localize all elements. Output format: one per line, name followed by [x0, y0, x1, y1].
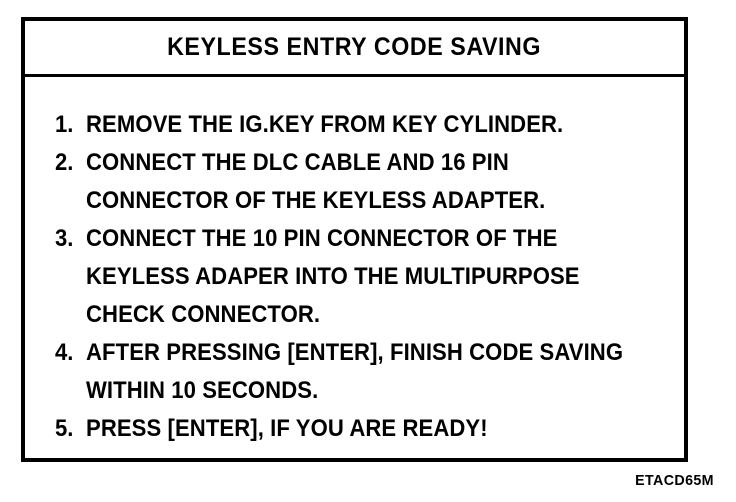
step-text-line: KEYLESS ADAPER INTO THE MULTIPURPOSE [86, 263, 580, 290]
panel-title-band: KEYLESS ENTRY CODE SAVING [25, 21, 684, 77]
step-text-line: CONNECTOR OF THE KEYLESS ADAPTER. [86, 187, 546, 214]
list-item: 5. PRESS [ENTER], IF YOU ARE READY! [25, 410, 684, 448]
instruction-step-list: 1. REMOVE THE IG.KEY FROM KEY CYLINDER. … [25, 77, 684, 458]
step-text-line: PRESS [ENTER], IF YOU ARE READY! [86, 415, 488, 442]
step-text-line: WITHIN 10 SECONDS. [86, 377, 319, 404]
step-number: 4. [55, 339, 74, 366]
instruction-panel: KEYLESS ENTRY CODE SAVING 1. REMOVE THE … [21, 17, 688, 462]
list-item: 3. CONNECT THE 10 PIN CONNECTOR OF THE K… [25, 220, 684, 334]
step-number: 3. [55, 225, 74, 252]
step-text-line: CONNECT THE 10 PIN CONNECTOR OF THE [86, 225, 558, 252]
step-text-line: AFTER PRESSING [ENTER], FINISH CODE SAVI… [86, 339, 624, 366]
step-number: 2. [55, 149, 74, 176]
list-item: 1. REMOVE THE IG.KEY FROM KEY CYLINDER. [25, 106, 684, 144]
step-number: 5. [55, 415, 74, 442]
step-number: 1. [55, 111, 74, 138]
list-item: 2. CONNECT THE DLC CABLE AND 16 PIN CONN… [25, 144, 684, 220]
page-title: KEYLESS ENTRY CODE SAVING [167, 33, 542, 61]
figure-reference-code: ETACD65M [635, 472, 714, 489]
list-item: 4. AFTER PRESSING [ENTER], FINISH CODE S… [25, 334, 684, 410]
step-text-line: CHECK CONNECTOR. [86, 301, 321, 328]
step-text-line: REMOVE THE IG.KEY FROM KEY CYLINDER. [86, 111, 564, 138]
step-text-line: CONNECT THE DLC CABLE AND 16 PIN [86, 149, 509, 176]
